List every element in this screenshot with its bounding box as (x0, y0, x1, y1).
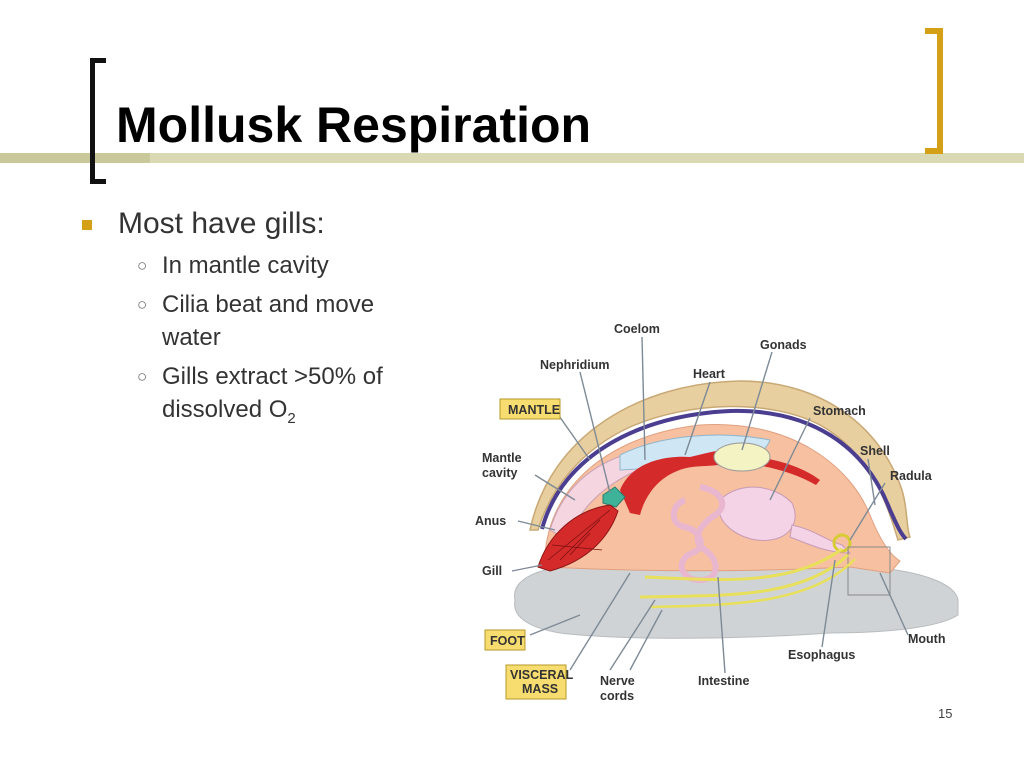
label-visceral-1: VISCERAL (510, 668, 574, 682)
label-mantle-cavity-1: Mantle (482, 451, 522, 465)
label-nerve-2: cords (600, 689, 634, 703)
label-visceral-2: MASS (522, 682, 558, 696)
bullet-main: Most have gills: (80, 205, 460, 243)
sub-bullet-text: In mantle cavity (162, 252, 329, 279)
nerve-cord-upper (644, 547, 843, 582)
label-intestine: Intestine (698, 674, 749, 688)
sub-bullet: ○ Cilia beat and move water (80, 288, 460, 354)
label-anus: Anus (475, 514, 506, 528)
sub-bullet-text: Cilia beat and move (162, 291, 375, 318)
left-bracket (90, 58, 106, 184)
label-mantle-cavity-2: cavity (482, 466, 517, 480)
nephridium-shape (602, 486, 626, 508)
title-rule-accent (0, 153, 150, 163)
label-coelom: Coelom (614, 322, 660, 336)
gill-lamellae (547, 509, 611, 561)
right-bracket (925, 28, 943, 154)
leader-lines (511, 336, 909, 674)
label-esophagus: Esophagus (788, 648, 855, 662)
label-box-visceral-mass (505, 664, 567, 700)
ring-bullet-icon: ○ (137, 256, 148, 275)
label-box-mantle (499, 398, 561, 420)
label-nerve-1: Nerve (600, 674, 635, 688)
label-gill: Gill (482, 564, 502, 578)
label-shell: Shell (860, 444, 890, 458)
subscript: 2 (287, 410, 296, 427)
gonads-shape (713, 442, 771, 472)
sub-bullet: ○ In mantle cavity (80, 249, 460, 282)
label-heart: Heart (693, 367, 726, 381)
sub-bullet-text-cont: water (162, 324, 221, 351)
nerve-cord-lower (639, 553, 850, 599)
ring-bullet-icon: ○ (137, 367, 148, 386)
sub-bullet-text: Gills extract >50% of (162, 363, 383, 390)
title-rule (0, 153, 1024, 163)
sub-bullet: ○ Gills extract >50% of dissolved O2 (80, 360, 460, 435)
foot-shape (514, 562, 959, 639)
label-foot: FOOT (490, 634, 525, 648)
radula-shape (832, 533, 852, 553)
bullet-list: Most have gills: ○ In mantle cavity ○ Ci… (80, 205, 460, 435)
mollusk-anatomy-diagram: Coelom Gonads Nephridium Heart MANTLE St… (475, 322, 959, 703)
label-stomach: Stomach (813, 404, 866, 418)
heart-shape (620, 450, 740, 515)
label-nephridium: Nephridium (540, 358, 609, 372)
page-number: 15 (938, 706, 953, 721)
label-mouth: Mouth (908, 632, 945, 646)
label-box-foot (484, 629, 526, 651)
sub-bullet-text-cont: dissolved O (162, 396, 288, 423)
mantle-line (540, 408, 908, 541)
bullet-main-text: Most have gills: (118, 207, 325, 240)
label-mantle: MANTLE (508, 403, 560, 417)
mouth-box (847, 546, 891, 596)
slide-title: Mollusk Respiration (116, 97, 592, 153)
shell-shape (529, 380, 912, 541)
nerve-cord-lower-2 (649, 558, 856, 609)
label-radula: Radula (890, 469, 933, 483)
square-bullet-icon (82, 220, 92, 230)
label-gonads: Gonads (760, 338, 807, 352)
ring-bullet-icon: ○ (137, 295, 148, 314)
